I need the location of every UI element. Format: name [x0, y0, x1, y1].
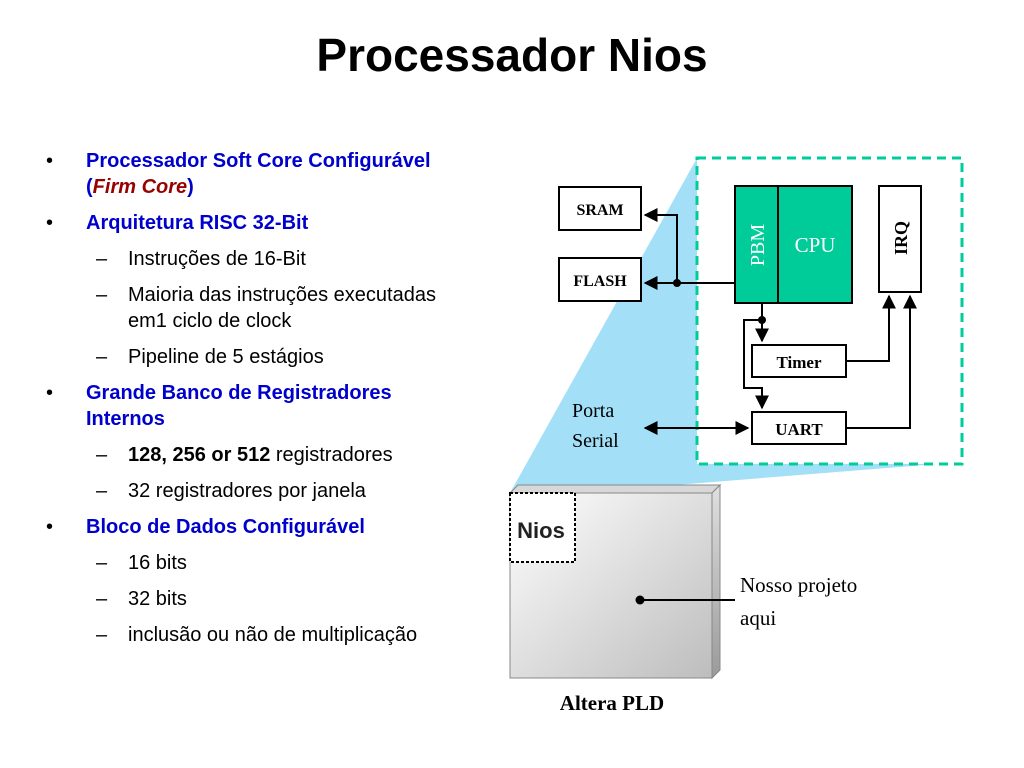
sub-bullet-marker: –	[96, 552, 108, 574]
sub-bullet-text: Maioria das instruções executadas	[128, 284, 436, 306]
irq-label: IRQ	[891, 221, 911, 255]
sub-bullet-text-continued: em1 ciclo de clock	[128, 310, 292, 332]
memory-bus	[643, 208, 735, 290]
bullet-registers: • Grande Banco de Registradores Internos	[42, 380, 562, 432]
sram-label: SRAM	[576, 202, 623, 219]
pbm-label: PBM	[747, 224, 769, 266]
project-label-2: aqui	[740, 606, 776, 630]
sub-bullet-marker: –	[96, 588, 108, 610]
irq-block	[878, 185, 922, 293]
nios-logo: Nios	[517, 518, 565, 543]
bullet-accent: Firm Core	[92, 176, 188, 198]
chip-side-edge	[711, 483, 721, 680]
sub-bullet-bold: 128, 256 or 512	[128, 444, 271, 466]
sub-bullet-text: 32 registradores por janela	[128, 480, 366, 502]
chip-label: Altera PLD	[560, 691, 664, 715]
bullet-marker: •	[46, 516, 54, 538]
project-label-1: Nosso projeto	[740, 573, 857, 597]
flash-label: FLASH	[573, 273, 627, 290]
sub-bullet: – 32 bits	[42, 586, 562, 612]
bullet-text-continued: Internos	[86, 408, 165, 430]
bullet-marker: •	[46, 150, 54, 172]
sub-bullet-marker: –	[96, 624, 108, 646]
bullet-list: • Processador Soft Core Configurável (Fi…	[42, 148, 562, 658]
bullet-soft-core: • Processador Soft Core Configurável (Fi…	[42, 148, 562, 200]
chip-top-edge	[508, 484, 722, 494]
bullet-text: Arquitetura RISC 32-Bit	[86, 212, 309, 234]
irq-lines	[846, 294, 917, 429]
slide-title: Processador Nios	[316, 29, 708, 81]
bullet-paren-close: )	[187, 176, 194, 198]
uart-label: UART	[775, 420, 823, 439]
cpu-label: CPU	[795, 233, 836, 257]
serial-port-label-2: Serial	[572, 430, 619, 452]
bullet-paren-open: (	[86, 176, 93, 198]
sub-bullet-text: registradores	[270, 444, 393, 466]
bullet-risc: • Arquitetura RISC 32-Bit	[42, 210, 562, 236]
sub-bullet-text: inclusão ou não de multiplicação	[128, 624, 418, 646]
bullet-data-block: • Bloco de Dados Configurável	[42, 514, 562, 540]
bullet-text: Grande Banco de Registradores	[86, 382, 392, 404]
sub-bullet: – inclusão ou não de multiplicação	[42, 622, 562, 648]
sub-bullet: – 16 bits	[42, 550, 562, 576]
sub-bullet: – Instruções de 16-Bit	[42, 246, 562, 272]
sub-bullet-marker: –	[96, 248, 108, 270]
sub-bullet-text: 32 bits	[128, 588, 187, 610]
uart-block	[751, 411, 847, 445]
bullet-marker: •	[46, 212, 54, 234]
bullet-text: Processador Soft Core Configurável	[86, 150, 431, 172]
cpu-block	[734, 185, 853, 304]
sub-bullet: – 128, 256 or 512 registradores	[42, 442, 562, 468]
flash-block	[558, 257, 642, 302]
sram-block	[558, 186, 642, 231]
sub-bullet-marker: –	[96, 480, 108, 502]
sub-bullet: – Maioria das instruções executadas em1 …	[42, 282, 562, 334]
bus-junction	[673, 279, 681, 287]
bullet-marker: •	[46, 382, 54, 404]
bullet-text: Bloco de Dados Configurável	[86, 516, 365, 538]
sub-bullet-marker: –	[96, 284, 108, 306]
sub-bullet-text: Pipeline de 5 estágios	[128, 346, 324, 368]
sub-bullet-marker: –	[96, 444, 108, 466]
sub-bullet-text: Instruções de 16-Bit	[128, 248, 306, 270]
serial-port-label-1: Porta	[572, 400, 614, 422]
sub-bullet-text: 16 bits	[128, 552, 187, 574]
sub-bullet: – 32 registradores por janela	[42, 478, 562, 504]
nios-logo-frame	[509, 492, 576, 563]
timer-label: Timer	[776, 353, 821, 372]
project-pointer-dot	[635, 595, 645, 605]
sub-bullet: – Pipeline de 5 estágios	[42, 344, 562, 370]
peripheral-junction	[758, 316, 766, 324]
sub-bullet-marker: –	[96, 346, 108, 368]
